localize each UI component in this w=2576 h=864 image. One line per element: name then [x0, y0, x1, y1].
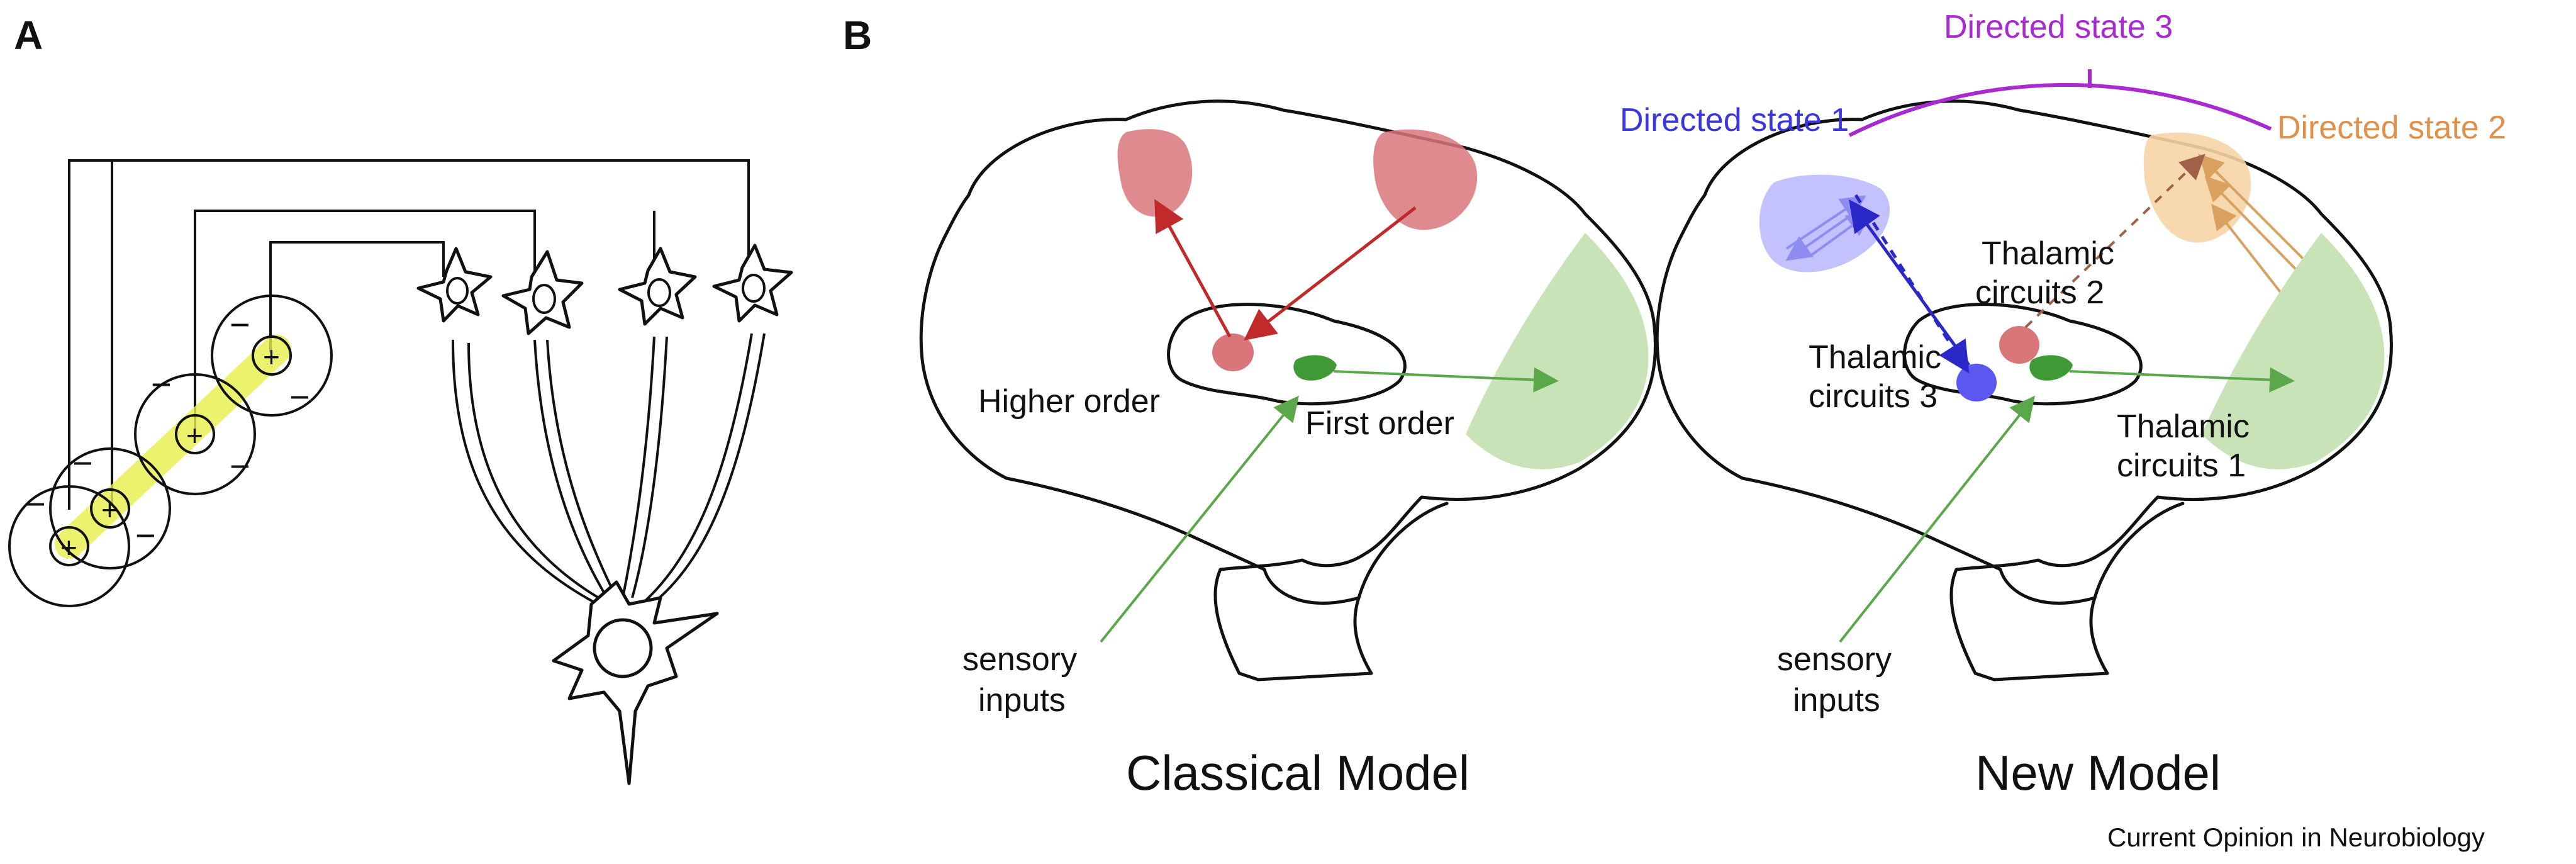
label-inputs: inputs: [978, 682, 1066, 719]
classical-brain-outline: [919, 99, 1657, 682]
panel-a-letter: A: [14, 13, 43, 58]
label-directed-state-1: Directed state 1: [1620, 102, 1849, 138]
minus-sign: −: [151, 364, 172, 404]
label-directed-state-3: Directed state 3: [1944, 9, 2173, 45]
new-brain: [1655, 69, 2393, 682]
label-first-order: First order: [1305, 405, 1454, 442]
label-sensory: sensory: [1777, 641, 1892, 678]
classical-brain: [919, 99, 1657, 682]
label-thalamic-3-line2: circuits 3: [1809, 378, 1938, 415]
pyramidal-neuron: [618, 247, 697, 326]
receptive-field-group: + + + + − − − − − − −: [8, 295, 333, 607]
plus-sign: +: [186, 419, 203, 452]
higher-order-nucleus: [1212, 334, 1254, 371]
pyramidal-neuron: [416, 247, 493, 323]
minus-sign: −: [230, 305, 250, 344]
red-arrow: [1244, 206, 1417, 341]
blue-arrow: [1849, 199, 1971, 366]
label-thalamic-2: Thalamic: [1982, 235, 2114, 272]
receptive-field-center: [252, 335, 292, 376]
new-brain-outline: [1655, 99, 2393, 682]
new-model-title: New Model: [1975, 745, 2221, 800]
receptive-field-circle: [49, 447, 171, 569]
label-higher-order: Higher order: [978, 383, 1160, 420]
minus-sign: −: [135, 515, 156, 555]
label-sensory: sensory: [962, 641, 1077, 678]
cortical-area-red: [1117, 129, 1193, 217]
plus-sign: +: [60, 531, 77, 564]
red-arrow: [1154, 199, 1232, 338]
thalamic-circuit-2-nucleus: [1999, 326, 2039, 364]
thalamic-circuit-1-nucleus: [2029, 355, 2073, 381]
thalamic-circuit-3-nucleus: [1956, 364, 1997, 401]
sensory-arrow: [1839, 395, 2035, 643]
cortical-area-red: [1373, 129, 1478, 230]
receptive-field-circle: [211, 295, 333, 417]
panel-b-letter: B: [843, 13, 872, 58]
panel-a-wiring: [68, 159, 750, 510]
blue-dashed-arrow: [1854, 194, 1970, 374]
classical-thalamus: [1167, 303, 1407, 406]
label-directed-state-2: Directed state 2: [2277, 109, 2506, 146]
first-order-nucleus: [1293, 355, 1337, 381]
directed-state-3-bracket: [1848, 82, 2272, 137]
minus-sign: −: [72, 443, 93, 483]
excitation-glow: [55, 335, 291, 559]
neuron-group: [416, 244, 793, 785]
receptive-field-circle: [134, 373, 256, 495]
sensory-arrow: [1100, 395, 1300, 643]
cortical-area-green: [1466, 233, 1649, 469]
receptive-field-center: [90, 488, 130, 529]
green-arrow: [1333, 367, 1559, 393]
pyramidal-neuron: [501, 250, 584, 335]
classical-model-title: Classical Model: [1126, 745, 1469, 800]
minus-sign: −: [230, 446, 250, 486]
directed-state-2-region: [2143, 132, 2251, 243]
cortical-area-green: [2202, 233, 2385, 469]
dashed-brown-arrow: [2024, 154, 2205, 328]
label-inputs: inputs: [1793, 682, 1880, 719]
green-arrow: [2069, 367, 2295, 393]
receptive-field-center: [175, 414, 215, 454]
label-thalamic-1-line2: circuits 1: [2117, 447, 2246, 484]
plus-sign: +: [263, 340, 280, 373]
label-thalamic-2-line2: circuits 2: [1975, 274, 2104, 311]
journal-credit: Current Opinion in Neurobiology: [2107, 822, 2485, 852]
target-neuron: [552, 580, 719, 785]
new-thalamus: [1903, 303, 2143, 406]
pyramidal-neuron: [712, 244, 793, 323]
label-thalamic-3: Thalamic: [1809, 339, 1941, 376]
receptive-field-center: [49, 526, 89, 566]
receptive-field-circle: [8, 485, 130, 607]
minus-sign: −: [289, 377, 310, 417]
label-thalamic-1: Thalamic: [2117, 408, 2250, 445]
minus-sign: −: [25, 484, 46, 524]
plus-sign: +: [101, 493, 118, 526]
